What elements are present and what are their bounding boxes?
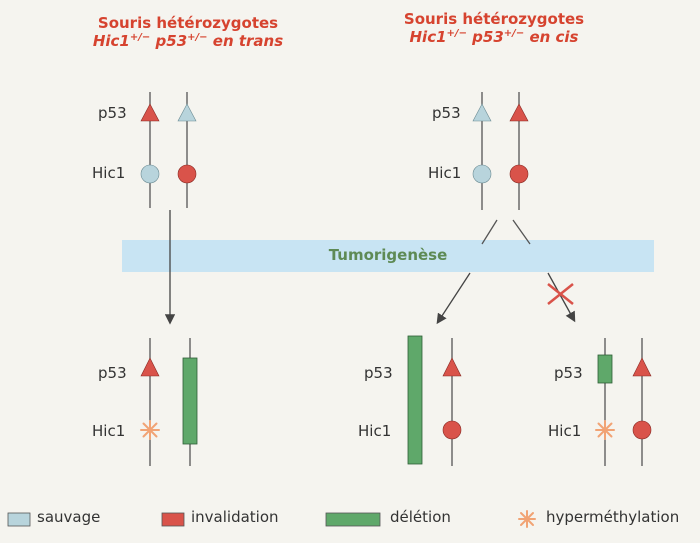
legend-deletion-label: délétion <box>390 508 451 526</box>
hic1-wild-circle <box>140 164 160 184</box>
p53-invalid-triangle <box>140 357 160 377</box>
title-cis-line2: Hic1+/− p53+/− en cis <box>409 28 579 46</box>
title-trans-line2: Hic1+/− p53+/− en trans <box>92 32 284 50</box>
label-p53: p53 <box>554 364 583 382</box>
tumorigenesis-label: Tumorigenèse <box>328 246 448 264</box>
hic1-invalid-circle <box>632 420 652 440</box>
label-hic1: Hic1 <box>428 164 462 182</box>
label-p53: p53 <box>98 364 127 382</box>
legend-hypermethylation-icon <box>518 510 536 528</box>
hic1-invalid-circle <box>509 164 529 184</box>
hypermethylation-icon <box>140 420 160 440</box>
hic1-invalid-circle <box>177 164 197 184</box>
p53-invalid-triangle <box>442 357 462 377</box>
title-cis-line1: Souris hétérozygotes <box>403 10 585 28</box>
legend-invalidation-label: invalidation <box>191 508 279 526</box>
p53-invalid-triangle <box>632 357 652 377</box>
label-p53: p53 <box>432 104 461 122</box>
deletion-bar <box>182 357 198 445</box>
p53-invalid-triangle <box>140 103 160 122</box>
branch-line-left <box>481 219 498 245</box>
legend-deletion-swatch <box>325 512 381 527</box>
arrow-cis-left <box>436 272 471 325</box>
legend-wild-swatch <box>7 512 31 527</box>
deletion-bar <box>407 335 423 465</box>
legend-invalid-swatch <box>161 512 185 527</box>
label-p53: p53 <box>98 104 127 122</box>
hic1-wild-circle <box>472 164 492 184</box>
deletion-bar <box>597 354 613 384</box>
p53-invalid-triangle <box>509 103 529 122</box>
label-hic1: Hic1 <box>92 164 126 182</box>
label-p53: p53 <box>364 364 393 382</box>
arrow-cis-right <box>547 272 576 323</box>
label-hic1: Hic1 <box>92 422 126 440</box>
branch-line-right <box>512 219 531 245</box>
title-trans-line1: Souris hétérozygotes <box>97 14 279 32</box>
title-trans: Souris hétérozygotes Hic1+/− p53+/− en t… <box>88 14 288 50</box>
legend-sauvage-label: sauvage <box>37 508 101 526</box>
hic1-invalid-circle <box>442 420 462 440</box>
label-hic1: Hic1 <box>548 422 582 440</box>
p53-wild-triangle <box>472 103 492 122</box>
hypermethylation-icon <box>595 420 615 440</box>
p53-wild-triangle <box>177 103 197 122</box>
title-cis: Souris hétérozygotes Hic1+/− p53+/− en c… <box>394 10 594 46</box>
label-hic1: Hic1 <box>358 422 392 440</box>
legend-hypermethylation-label: hyperméthylation <box>546 508 680 526</box>
tumorigenesis-band: Tumorigenèse <box>122 240 654 272</box>
cross-mark-b <box>547 283 574 305</box>
